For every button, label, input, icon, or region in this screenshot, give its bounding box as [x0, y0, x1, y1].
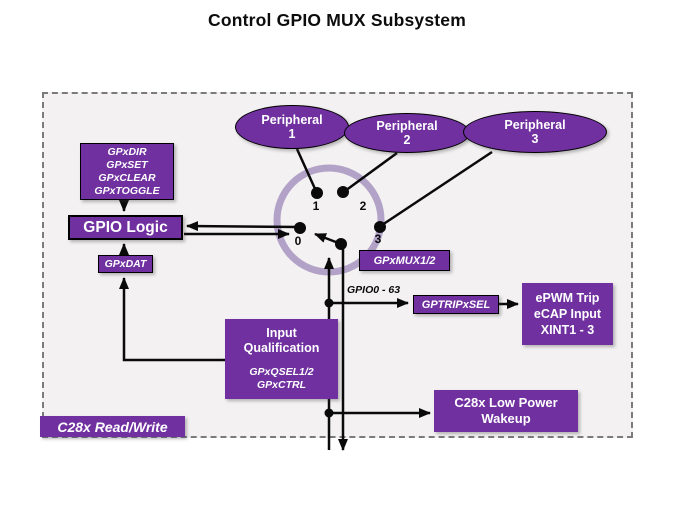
peripheral-2-node: Peripheral 2	[344, 113, 470, 153]
mux-common-dot	[335, 238, 347, 250]
wakeup-line: C28x Low Power	[454, 395, 558, 410]
epwm-line: ePWM Trip	[535, 291, 600, 305]
input-qual-title: Qualification	[243, 341, 320, 355]
register-label: GPxTOGGLE	[94, 184, 160, 197]
read-write-label: C28x Read/Write	[57, 418, 168, 435]
register-label: GPxDIR	[107, 145, 147, 158]
gptripsel-box: GPTRIPxSEL	[413, 295, 499, 314]
mux-pin1-dot	[311, 187, 323, 199]
gpio-logic-box: GPIO Logic	[68, 215, 183, 240]
gpio-logic-label: GPIO Logic	[83, 218, 168, 236]
mux-pin0-dot	[294, 222, 306, 234]
gpio-bus-junction-dot	[324, 298, 334, 308]
peripheral2-line	[344, 151, 398, 193]
gptripsel-label: GPTRIPxSEL	[421, 298, 491, 311]
epwm-line: XINT1 - 3	[540, 323, 595, 337]
wakeup-junction-dot	[324, 408, 334, 418]
peripheral-3-num: 3	[531, 132, 539, 146]
peripheral3-line	[381, 150, 493, 227]
mux-pin1-label: 1	[312, 199, 320, 213]
peripheral-1-node: Peripheral 1	[235, 105, 349, 149]
register-label: GPxSET	[106, 158, 148, 171]
gpxmux-box: GPxMUX1/2	[359, 250, 450, 271]
peripheral-3-name: Peripheral	[504, 118, 566, 132]
mux-to-logic-arrow	[186, 221, 300, 232]
mux-pin3-label: 3	[374, 232, 382, 246]
wakeup-line: Wakeup	[481, 411, 531, 426]
gpxdat-label: GPxDAT	[104, 258, 147, 270]
peripheral-1-name: Peripheral	[261, 113, 323, 127]
page-title: Control GPIO MUX Subsystem	[207, 10, 466, 30]
control-registers-box: GPxDIR GPxSET GPxCLEAR GPxTOGGLE	[80, 143, 174, 200]
input-qual-register: GPxQSEL1/2	[249, 366, 314, 378]
mux-pin2-dot	[337, 186, 349, 198]
mux-pin2-label: 2	[359, 199, 367, 213]
register-label: GPxCLEAR	[98, 171, 156, 184]
peripheral-3-node: Peripheral 3	[463, 111, 607, 153]
mux-pin3-dot	[374, 221, 386, 233]
gpxmux-label: GPxMUX1/2	[373, 254, 436, 267]
input-qual-title: Input	[266, 326, 297, 340]
inputqual-to-gpxdat-arrow	[119, 277, 225, 362]
peripheral-2-num: 2	[403, 133, 411, 147]
gpxdat-box: GPxDAT	[98, 255, 153, 273]
gpio-bus-label: GPIO0 - 63	[347, 284, 401, 296]
low-power-wakeup-box: C28x Low Power Wakeup	[434, 390, 578, 432]
epwm-line: eCAP Input	[533, 307, 602, 321]
input-qualification-box: Input Qualification GPxQSEL1/2 GPxCTRL	[225, 319, 338, 399]
mux-pin0-label: 0	[294, 234, 302, 248]
read-write-tag: C28x Read/Write	[40, 416, 185, 437]
peripheral1-line	[295, 148, 318, 192]
input-qual-register: GPxCTRL	[256, 379, 306, 391]
peripheral-1-num: 1	[288, 127, 296, 141]
epwm-trip-box: ePWM Trip eCAP Input XINT1 - 3	[522, 283, 613, 345]
peripheral-2-name: Peripheral	[376, 119, 438, 133]
